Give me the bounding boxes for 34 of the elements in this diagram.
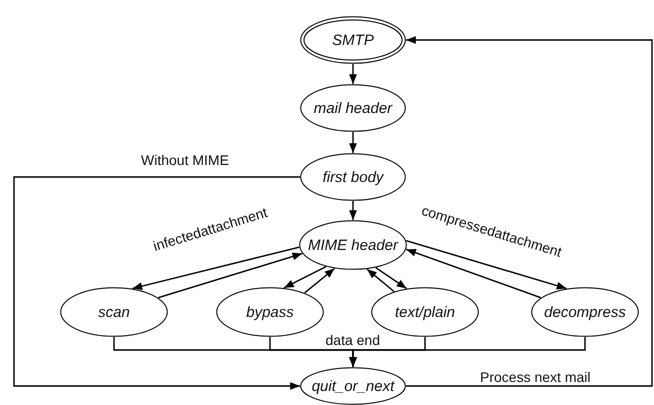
edge-label: Process next mail	[479, 369, 592, 385]
state-ellipse	[300, 367, 406, 405]
state-label: scan	[98, 304, 130, 320]
arrow	[158, 252, 302, 298]
arrow	[284, 266, 326, 288]
state-ellipse	[300, 84, 406, 132]
arrow	[349, 201, 357, 220]
state-label: decompress	[544, 304, 626, 320]
arrow	[406, 36, 653, 387]
state-label: bypass	[246, 304, 294, 320]
state-label: SMTP	[332, 32, 374, 48]
arrow	[304, 268, 335, 294]
state-label: text/plain	[394, 304, 456, 320]
state-label: MIME header	[308, 236, 398, 254]
arrow	[349, 64, 357, 84]
state-ellipse	[531, 287, 639, 337]
arrow	[366, 268, 394, 292]
arrow	[375, 267, 407, 290]
arrow	[406, 248, 541, 298]
state-ellipse	[300, 153, 406, 201]
state-ellipse	[216, 287, 324, 337]
state-ellipse	[299, 220, 407, 270]
edge-label: Without MIME	[140, 152, 230, 168]
state-label: quit_or_next	[312, 378, 394, 394]
state-ellipse	[60, 287, 168, 337]
arrow	[406, 240, 567, 290]
state-ellipse	[300, 16, 406, 64]
note-label: data end	[326, 332, 380, 348]
arrow	[132, 246, 300, 290]
state-label: first body	[322, 168, 384, 186]
arrow	[349, 132, 357, 153]
arrow	[13, 176, 300, 390]
state-label: mail header	[314, 100, 392, 116]
arrow	[349, 337, 586, 367]
